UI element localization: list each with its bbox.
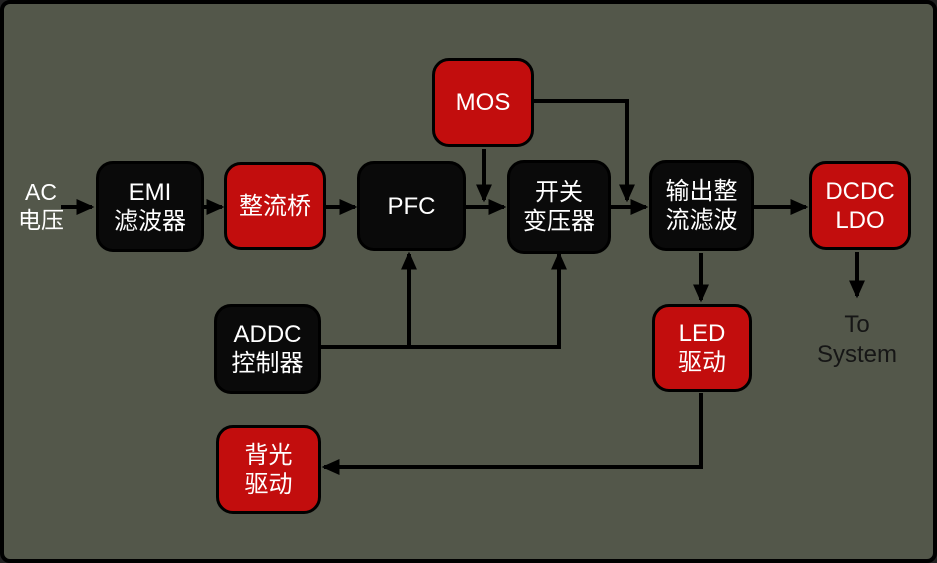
arrow-led-to-backlight	[321, 393, 703, 475]
node-addc-controller-line1: ADDC	[233, 321, 302, 348]
node-emi-filter-line1: EMI	[128, 178, 172, 206]
node-output-rectifier-filter-line2: 流滤波	[665, 206, 738, 234]
node-dcdc-ldo-line2: LDO	[835, 206, 885, 234]
node-mos: MOS	[432, 58, 534, 147]
node-pfc-line1: PFC	[387, 192, 436, 220]
node-addc-controller-line2: 控制器	[231, 350, 304, 377]
arrow-addc-to-transformer	[321, 251, 567, 349]
to-system-line1: To	[844, 311, 870, 338]
node-rectifier-bridge: 整流桥	[224, 162, 326, 250]
node-switch-transformer: 开关 变压器	[507, 160, 611, 254]
node-led-driver-line2: 驱动	[678, 349, 726, 376]
node-rectifier-bridge-line1: 整流桥	[239, 192, 311, 220]
node-pfc: PFC	[357, 161, 466, 251]
to-system-line2: System	[816, 341, 897, 368]
node-output-rectifier-filter: 输出整 流滤波	[649, 160, 754, 251]
node-switch-transformer-line1: 开关	[535, 179, 583, 206]
ac-input-line2: 电压	[18, 207, 64, 233]
node-backlight-driver-line2: 驱动	[244, 470, 293, 498]
node-emi-filter-line2: 滤波器	[114, 207, 186, 235]
node-switch-transformer-line2: 变压器	[523, 208, 595, 235]
ac-input-label: AC 电压	[10, 178, 72, 234]
node-emi-filter: EMI 滤波器	[96, 161, 204, 252]
node-addc-controller: ADDC 控制器	[214, 304, 321, 394]
node-output-rectifier-filter-line1: 输出整	[665, 177, 738, 205]
ac-input-line1: AC	[25, 179, 57, 205]
arrow-mos-right-down	[534, 99, 635, 203]
to-system-label: To System	[807, 310, 907, 370]
connector-arrows	[61, 99, 865, 475]
node-mos-line1: MOS	[455, 89, 511, 116]
node-dcdc-ldo-line1: DCDC	[825, 177, 895, 205]
node-led-driver-line1: LED	[678, 320, 726, 347]
node-backlight-driver: 背光 驱动	[216, 425, 321, 514]
node-backlight-driver-line1: 背光	[244, 441, 293, 469]
node-led-driver: LED 驱动	[652, 304, 752, 392]
node-dcdc-ldo: DCDC LDO	[809, 161, 911, 250]
